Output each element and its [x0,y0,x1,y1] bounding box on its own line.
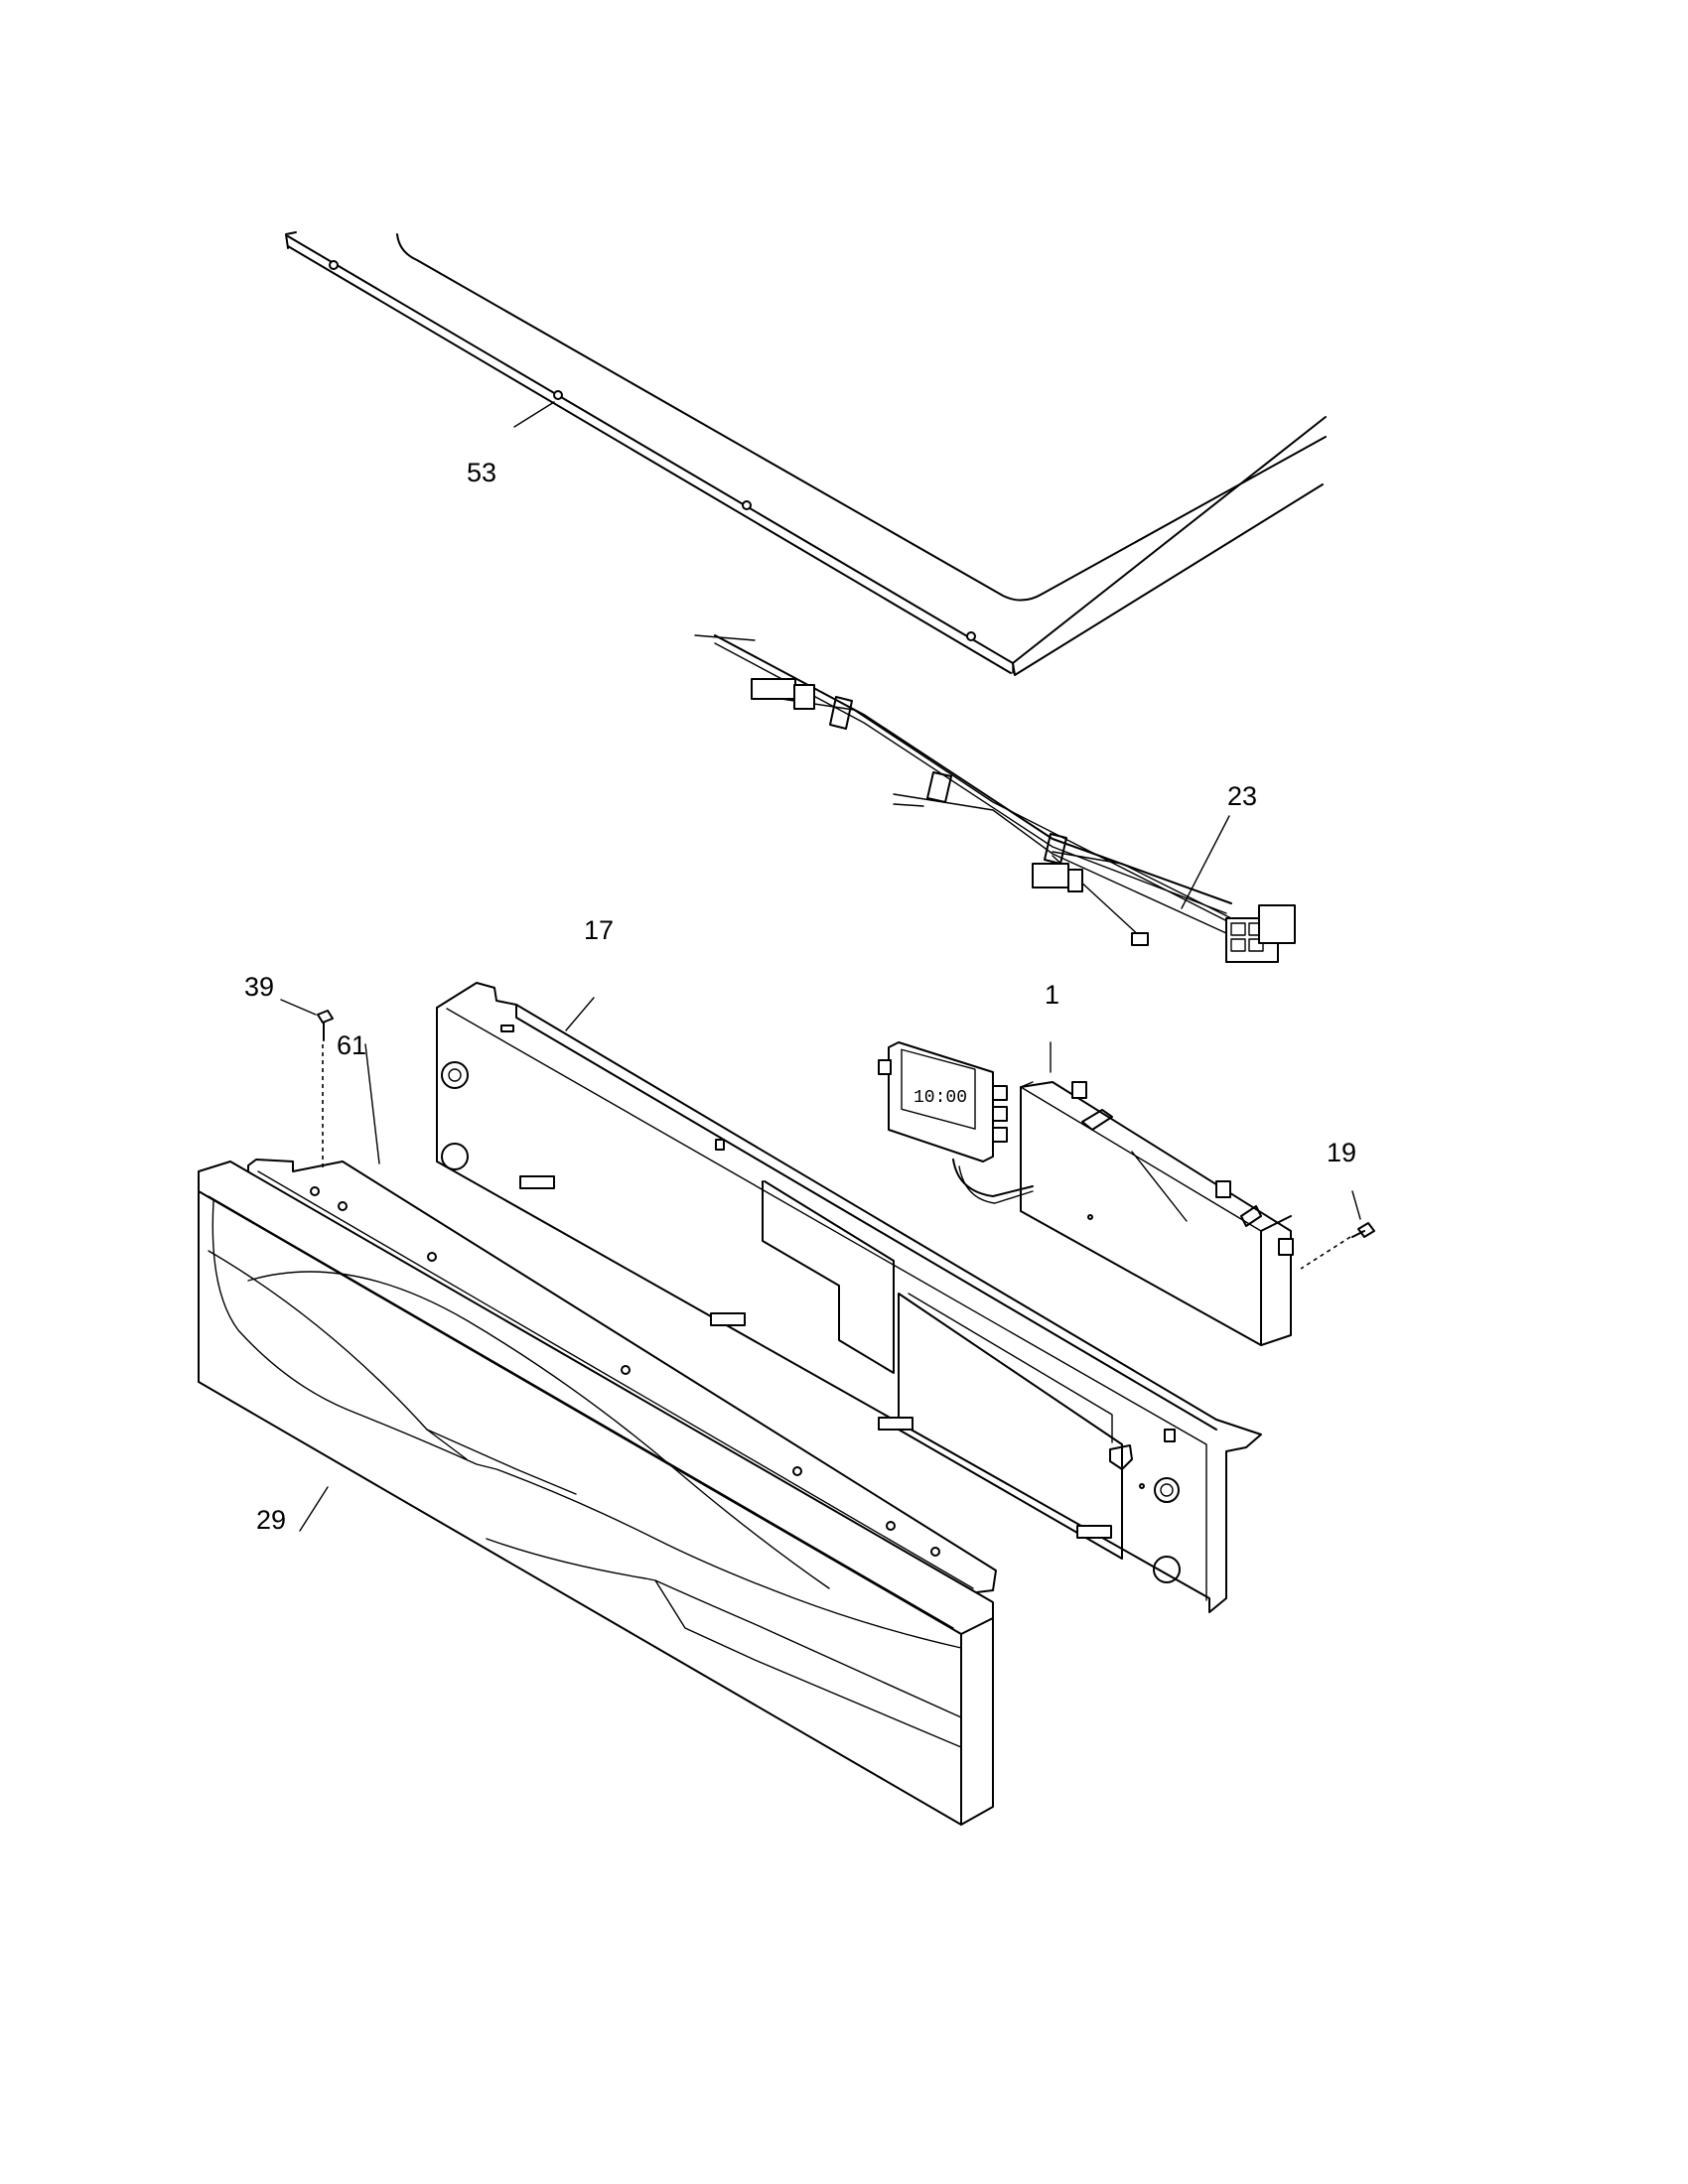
back-plate-drawing [436,982,1262,1613]
wire-harness-drawing [694,634,1296,963]
top-panel-drawing [285,231,1327,676]
callout-53: 53 [467,458,496,487]
callout-29: 29 [256,1505,286,1535]
screw-19-drawing [1300,1190,1375,1270]
screw-39-drawing [280,999,334,1169]
clock-display-text: 10:00 [914,1088,967,1108]
callout-1: 1 [1045,980,1059,1010]
control-board-drawing: 10:00 [878,1041,1294,1346]
callout-61: 61 [337,1030,366,1060]
front-cover-drawing [198,1160,994,1826]
callout-19: 19 [1327,1138,1356,1167]
callout-17: 17 [584,915,614,945]
callout-23: 23 [1227,781,1257,811]
callout-39: 39 [244,972,274,1002]
